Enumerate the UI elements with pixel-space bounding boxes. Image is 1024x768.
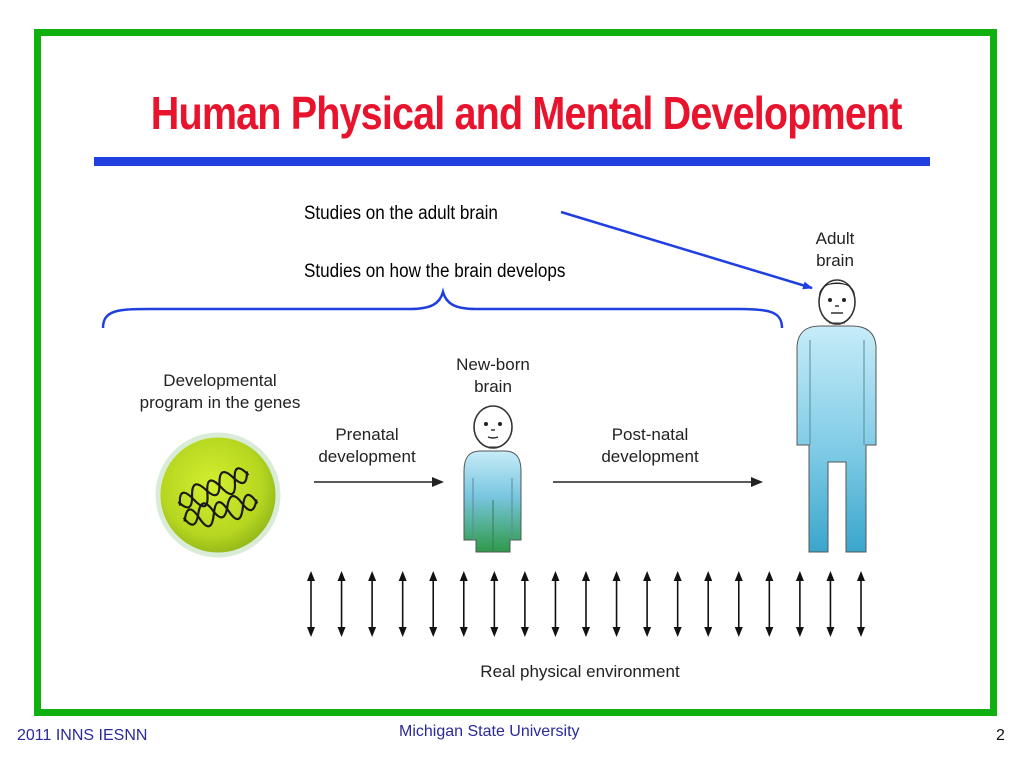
prenatal-label-line2: development: [318, 447, 416, 466]
environment-arrow: [643, 571, 652, 637]
newborn-figure-icon: [463, 405, 522, 553]
newborn-brain-label: New-born brain: [438, 354, 548, 398]
environment-arrow: [765, 571, 774, 637]
adult-studies-connector: [560, 210, 813, 290]
postnatal-label-line1: Post-natal: [611, 425, 689, 444]
genes-program-label-line1: Developmental: [163, 371, 277, 390]
genes-program-label: Developmental program in the genes: [118, 370, 322, 414]
newborn-brain-label-line1: New-born: [456, 355, 530, 374]
postnatal-arrow: [553, 477, 763, 487]
environment-arrow: [368, 571, 377, 637]
genes-program-label-line2: program in the genes: [139, 393, 301, 412]
environment-arrow: [734, 571, 743, 637]
adult-brain-label-line2: brain: [816, 251, 854, 270]
footer-university: Michigan State University: [399, 723, 580, 740]
environment-arrow: [612, 571, 621, 637]
environment-arrow: [582, 571, 590, 637]
environment-arrow: [857, 571, 865, 637]
environment-arrow: [551, 571, 560, 637]
environment-arrow: [520, 571, 529, 637]
newborn-brain-label-line2: brain: [474, 377, 512, 396]
adult-brain-label-line1: Adult: [815, 229, 855, 248]
environment-arrow: [673, 571, 682, 637]
brain-development-studies-label: Studies on how the brain develops: [304, 261, 566, 282]
prenatal-development-label: Prenatal development: [300, 424, 434, 468]
adult-brain-label: Adult brain: [790, 228, 880, 272]
footer-page-number: 2: [996, 727, 1005, 744]
gene-cell-icon: [155, 432, 281, 558]
prenatal-arrow: [314, 477, 444, 487]
postnatal-label-line2: development: [601, 447, 699, 466]
environment-arrow: [490, 571, 499, 637]
environment-arrow: [429, 571, 438, 637]
environment-arrow: [307, 571, 315, 637]
environment-arrow: [704, 571, 713, 637]
title-underline: [94, 157, 930, 166]
environment-arrow: [795, 571, 804, 637]
environment-arrow: [459, 571, 468, 637]
environment-label: Real physical environment: [480, 662, 680, 681]
environment-arrow: [337, 571, 346, 637]
footer-conference: 2011 INNS IESNN: [17, 727, 148, 744]
adult-brain-studies-label: Studies on the adult brain: [304, 203, 498, 224]
slide-frame: [34, 29, 997, 716]
prenatal-label-line1: Prenatal: [335, 425, 399, 444]
slide-title: Human Physical and Mental Development: [150, 87, 903, 139]
environment-interaction-arrows: [307, 571, 865, 637]
environment-arrow: [398, 571, 407, 637]
development-brace: [101, 287, 784, 329]
environment-arrow: [826, 571, 835, 637]
postnatal-development-label: Post-natal development: [580, 424, 720, 468]
adult-figure-icon: [796, 279, 877, 553]
